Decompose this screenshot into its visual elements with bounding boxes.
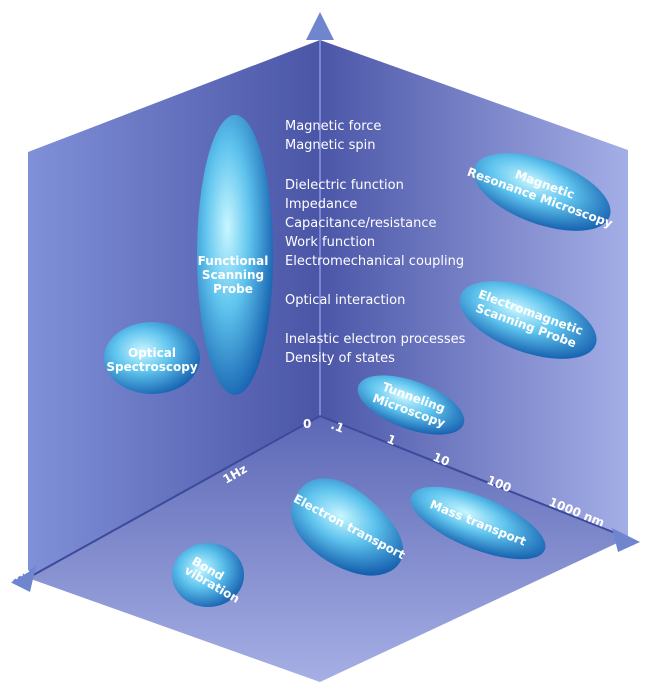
right-arrow-icon [612, 528, 640, 552]
left-arrow-icon [10, 566, 36, 592]
optical-spectroscopy-bubble: Optical Spectroscopy [104, 322, 200, 394]
property-density-of-states: Density of states [285, 351, 395, 366]
property-inelastic-electron-processes: Inelastic electron processes [285, 332, 466, 347]
electromagnetic-scanning-probe-bubble: Electromagnetic Scanning Probe [459, 281, 597, 359]
functional-scanning-probe-bubble: Functional Scanning Probe [197, 115, 273, 395]
functional-scanning-probe-label-3: Probe [213, 282, 253, 296]
functional-scanning-probe-label-2: Scanning [202, 268, 264, 282]
property-work-function: Work function [285, 235, 375, 250]
property-magnetic-force: Magnetic force [285, 119, 381, 134]
optical-spectroscopy-label-2: Spectroscopy [106, 360, 197, 374]
length-tick-0: 0 [303, 417, 311, 431]
length-tick-point1: .1 [329, 418, 346, 436]
magnetic-resonance-microscopy-bubble: Magnetic Resonance Microscopy [465, 153, 615, 231]
property-optical-interaction: Optical interaction [285, 293, 405, 308]
bond-vibration-bubble: Bond vibration [172, 543, 244, 607]
property-impedance: Impedance [285, 197, 357, 212]
property-dielectric-function: Dielectric function [285, 178, 404, 193]
up-arrow-icon [306, 12, 334, 40]
tunneling-microscopy-bubble: Tunneling Microscopy [357, 375, 465, 435]
property-list: Magnetic force Magnetic spin Dielectric … [285, 119, 466, 366]
property-capacitance-resistance: Capacitance/resistance [285, 216, 437, 231]
optical-spectroscopy-label-1: Optical [128, 346, 176, 360]
frequency-axis-line [27, 415, 321, 579]
property-magnetic-spin: Magnetic spin [285, 138, 376, 153]
functional-scanning-probe-label-1: Functional [198, 254, 269, 268]
length-axis-line [319, 415, 629, 539]
length-tick-10: 10 [431, 450, 452, 469]
property-electromechanical-coupling: Electromechanical coupling [285, 254, 464, 269]
